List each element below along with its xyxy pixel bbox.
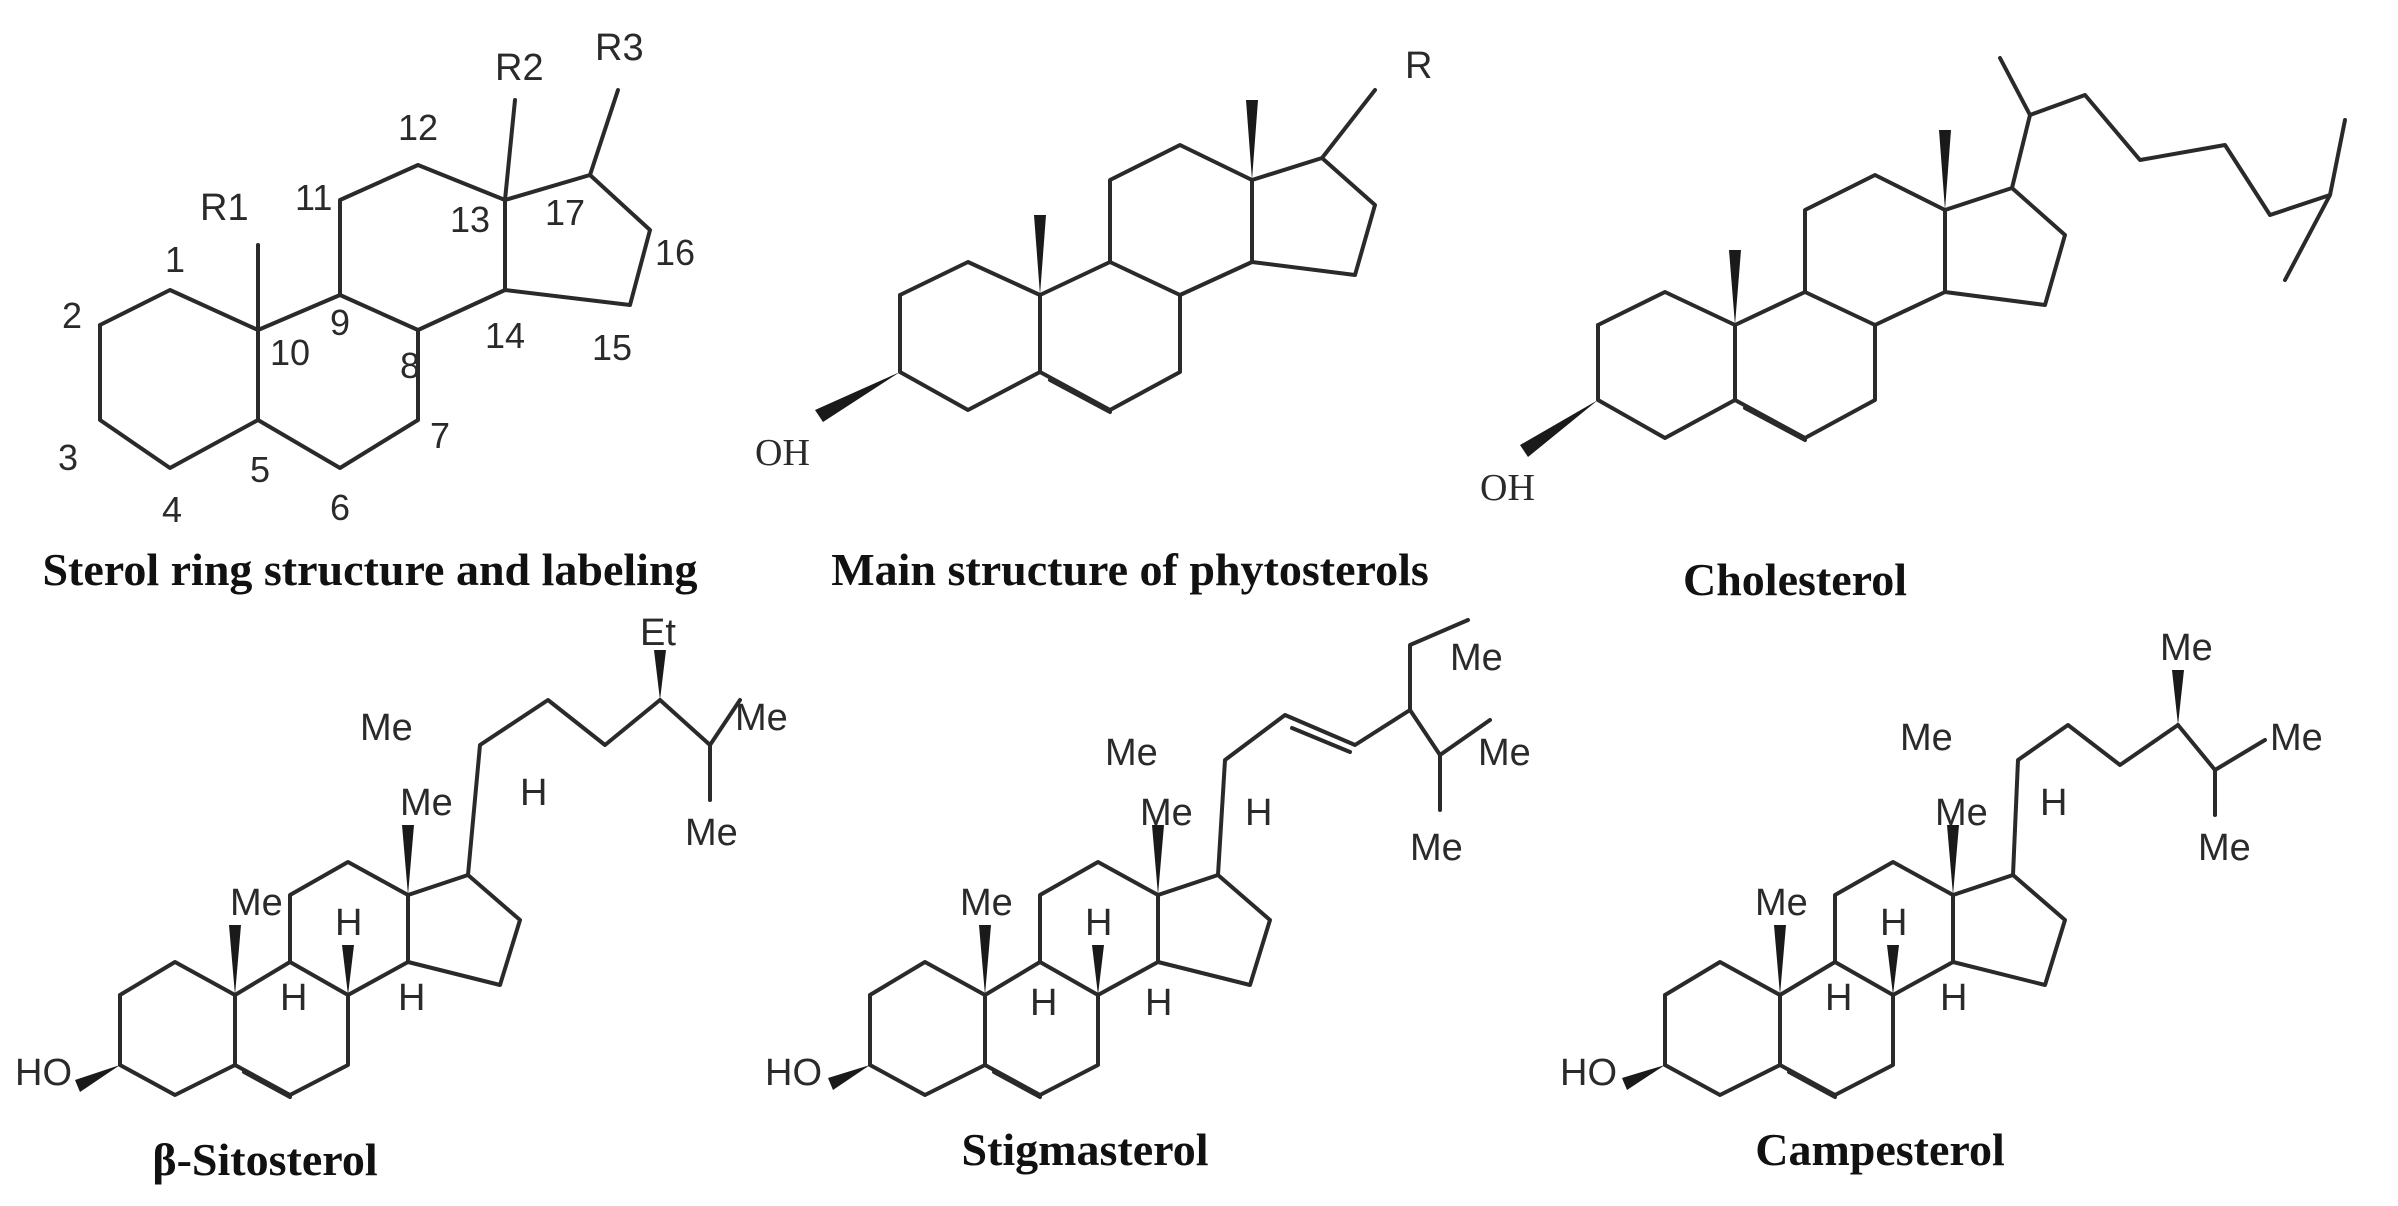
methyl-label-c21: Me [360, 707, 413, 749]
position-label-9: 9 [330, 302, 350, 343]
hydrogen-label-c8: H [1880, 902, 1907, 944]
methyl-label-c18: Me [1935, 792, 1988, 834]
methyl-label-c27: Me [1410, 827, 1463, 869]
position-label-4: 4 [162, 489, 182, 530]
panel-phytosterol-main: R OH Main structure of phytosterols [755, 45, 1432, 595]
caption-stigmasterol: Stigmasterol [961, 1124, 1208, 1175]
position-label-12: 12 [398, 107, 438, 148]
ethyl-label: Et [640, 612, 676, 654]
hydrogen-label-c14: H [398, 977, 425, 1019]
position-label-17: 17 [545, 192, 585, 233]
methyl-label-c18: Me [400, 782, 453, 824]
hydrogen-label-c9: H [1825, 977, 1852, 1019]
r1-label: R1 [200, 187, 249, 229]
steroid-skeleton [98, 88, 652, 470]
methyl-label-c26: Me [2270, 717, 2323, 759]
methyl-label-c19: Me [960, 882, 1013, 924]
methyl-label-c21: Me [1900, 717, 1953, 759]
methyl-label-c19: Me [230, 882, 283, 924]
hydroxyl-label: OH [755, 432, 810, 474]
position-label-5: 5 [250, 449, 270, 490]
methyl-label-c29: Me [1450, 637, 1503, 679]
hydrogen-label-c8: H [335, 902, 362, 944]
panel-cholesterol: OH Cholesterol [1480, 56, 2347, 605]
methyl-label-c19: Me [1755, 882, 1808, 924]
r-substituent-label: R [1405, 45, 1432, 87]
hydrogen-label-c14: H [1145, 982, 1172, 1024]
methyl-label-c21: Me [1105, 732, 1158, 774]
phytosterol-skeleton [815, 88, 1377, 422]
methyl-label-c28: Me [2160, 627, 2213, 669]
hydroxyl-label: OH [1480, 467, 1535, 509]
hydrogen-label-c17: H [520, 772, 547, 814]
hydrogen-label-c14: H [1940, 977, 1967, 1019]
methyl-label-c27: Me [685, 812, 738, 854]
position-label-15: 15 [592, 327, 632, 368]
position-label-8: 8 [400, 345, 420, 386]
methyl-label-c18: Me [1140, 792, 1193, 834]
hydrogen-label-c9: H [280, 977, 307, 1019]
cholesterol-skeleton [1520, 56, 2347, 457]
panel-campesterol: Me Me Me Me Me Me H H H H HO Campesterol [1560, 627, 2323, 1175]
hydroxyl-label: HO [765, 1052, 822, 1094]
r2-label: R2 [495, 47, 544, 89]
hydroxyl-label: HO [15, 1052, 72, 1094]
hydrogen-label-c8: H [1085, 902, 1112, 944]
position-label-11: 11 [295, 177, 332, 218]
panel-beta-sitosterol: Me Me Me Me Me Et H H H H HO β-Sitostero… [15, 612, 788, 1185]
position-label-10: 10 [270, 332, 310, 373]
caption-beta-sitosterol: β-Sitosterol [152, 1134, 377, 1185]
position-label-1: 1 [165, 239, 185, 280]
position-label-6: 6 [330, 487, 350, 528]
methyl-label-c26: Me [1478, 732, 1531, 774]
methyl-label-c26: Me [735, 697, 788, 739]
hydrogen-label-c9: H [1030, 982, 1057, 1024]
stigmasterol-skeleton [828, 618, 1492, 1099]
methyl-label-c27: Me [2198, 827, 2251, 869]
campesterol-skeleton [1622, 670, 2267, 1099]
position-label-7: 7 [430, 415, 450, 456]
hydrogen-label-c17: H [2040, 782, 2067, 824]
caption-phytosterol-main: Main structure of phytosterols [831, 544, 1429, 595]
hydrogen-label-c17: H [1245, 792, 1272, 834]
caption-sterol-ring: Sterol ring structure and labeling [42, 544, 697, 595]
position-label-14: 14 [485, 315, 525, 356]
panel-sterol-ring-labeling: R1 R2 R3 1 2 3 4 5 6 7 8 9 10 11 12 13 1… [42, 27, 697, 595]
position-label-3: 3 [58, 437, 78, 478]
position-label-13: 13 [450, 199, 490, 240]
hydroxyl-label: HO [1560, 1052, 1617, 1094]
position-label-2: 2 [62, 295, 82, 336]
caption-cholesterol: Cholesterol [1683, 554, 1907, 605]
r3-label: R3 [595, 27, 644, 69]
position-label-16: 16 [655, 232, 695, 273]
sitosterol-skeleton [75, 650, 742, 1099]
caption-campesterol: Campesterol [1755, 1124, 2005, 1175]
panel-stigmasterol: Me Me Me Me Me Me H H H H HO Stigmastero… [765, 618, 1531, 1175]
